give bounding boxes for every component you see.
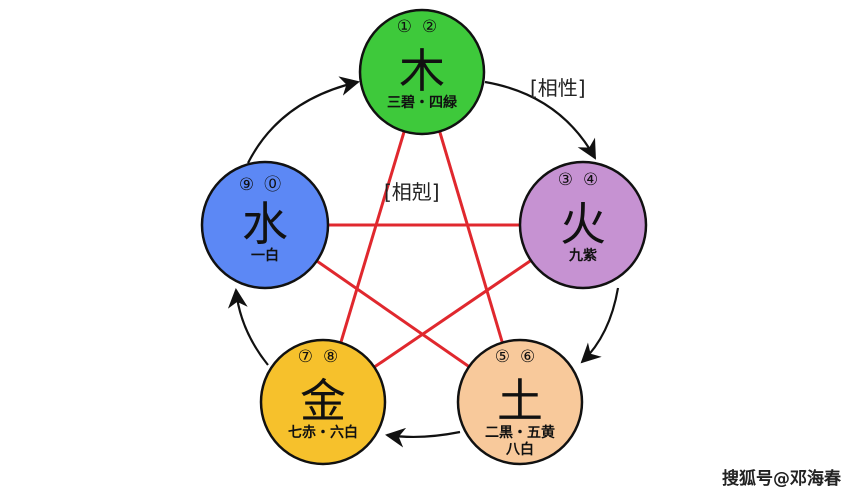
arrow-earth-metal [385, 427, 461, 448]
arrow-fire-earth [580, 287, 620, 364]
arrow-wood-fire [484, 80, 596, 160]
fire-char: 火 [560, 197, 606, 251]
earth-stars-block: 二黒・五黄 八白 [457, 425, 583, 459]
water-circle [200, 160, 330, 290]
arrow-metal-water [227, 288, 269, 366]
metal-char: 金 [300, 374, 346, 428]
earth-stars-2: 八白 [506, 442, 534, 458]
metal-numbers: ⑦⑧ [297, 347, 349, 367]
earth-circle [456, 338, 584, 466]
controlling-label: [相剋] [384, 180, 440, 204]
arrow-water-wood [247, 76, 360, 164]
fire-numbers: ③④ [557, 170, 609, 190]
element-metal: ⑦⑧ 金 七赤・六白 [260, 339, 386, 465]
element-fire: ③④ 火 九紫 [520, 162, 646, 288]
generating-cycle [227, 76, 620, 448]
water-stars: 一白 [251, 248, 279, 264]
wood-stars: 三碧・四緑 [387, 95, 457, 111]
element-water: ⑨⓪ 水 一白 [202, 162, 328, 288]
element-earth: ⑤⑥ 土 二黒・五黄 八白 [457, 339, 583, 465]
water-numbers: ⑨⓪ [238, 175, 292, 195]
fire-stars: 九紫 [569, 248, 597, 264]
metal-stars: 七赤・六白 [288, 425, 358, 441]
wood-char: 木 [399, 44, 445, 98]
element-wood: ①② 木 三碧・四緑 [359, 9, 485, 135]
wood-numbers: ①② [396, 17, 448, 37]
earth-stars: 二黒・五黄 [485, 425, 555, 441]
earth-numbers: ⑤⑥ [494, 347, 546, 367]
generating-label: [相性] [530, 76, 586, 100]
metal-circle [259, 338, 387, 466]
earth-char: 土 [497, 374, 543, 428]
water-char: 水 [242, 197, 288, 251]
fire-circle [518, 160, 648, 290]
watermark: 搜狐号@邓海春 [722, 469, 841, 489]
wood-circle [358, 8, 486, 136]
